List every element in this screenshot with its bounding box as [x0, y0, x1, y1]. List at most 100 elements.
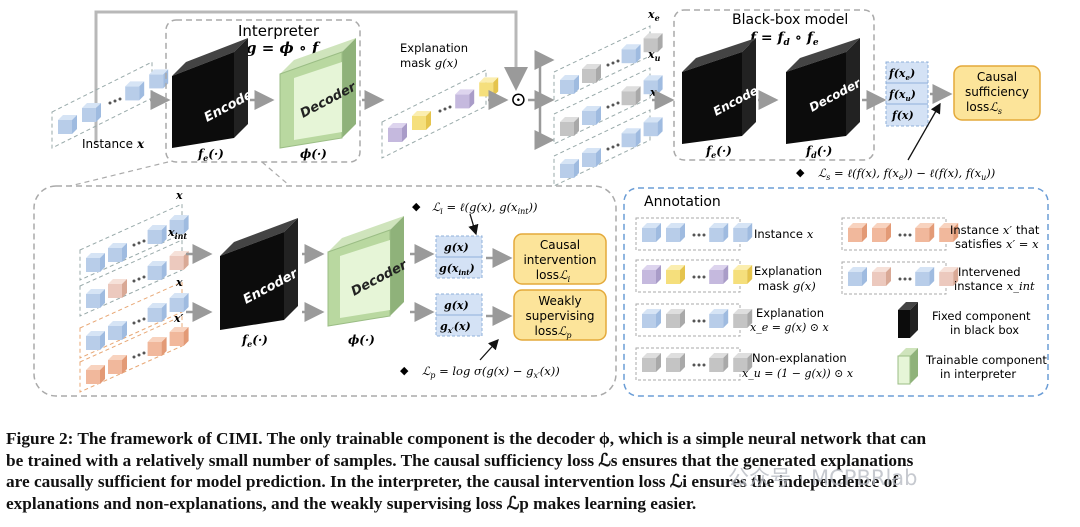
- black-box-encoder: Encoder: [682, 38, 767, 144]
- cube-blue: [169, 293, 189, 312]
- ellipsis-dot: [702, 233, 706, 237]
- weak-loss-text-1: Weakly: [538, 294, 581, 308]
- cube-blue: [621, 44, 641, 64]
- cube-salmon: [108, 355, 127, 374]
- cube-blue: [169, 215, 189, 234]
- bullet-li: ◆: [412, 200, 421, 213]
- ellipsis-dot: [692, 233, 696, 237]
- sufficiency-loss-formula: ℒs = ℓ(f(x), f(xe)) − ℓ(f(x), f(xu)): [818, 166, 995, 182]
- annotation-non-explanation-2: x_u = (1 − g(x)) ⊙ x: [742, 367, 854, 380]
- cube-blue: [733, 223, 753, 242]
- ellipsis-dot: [908, 233, 912, 237]
- cube-blue: [582, 148, 601, 167]
- caption-line-2: be trained with a relatively small numbe…: [6, 450, 914, 470]
- pair1-gxint: g(xint): [439, 262, 475, 277]
- ellipsis-dot: [132, 321, 136, 325]
- cube-gray: [560, 117, 579, 136]
- bb-encoder-fn: fe(·): [705, 144, 732, 160]
- cube-blue: [643, 117, 663, 137]
- cube-blue: [147, 261, 167, 280]
- interpreter-encoder-fn: fe(·): [197, 147, 224, 163]
- ellipsis-dot: [692, 275, 696, 279]
- train-row-xint: [79, 239, 189, 317]
- black-box-title: Black-box model: [732, 12, 848, 28]
- cimi-framework-diagram: Interpreter g = ϕ ∘ fe Encoder fe(·) Dec…: [33, 8, 1049, 397]
- ellipsis-dot: [616, 59, 620, 63]
- bb-outputs: f(xe) f(xu) f(x): [885, 61, 929, 127]
- train-row-x-1: [79, 203, 189, 281]
- train-label-xint: xint: [167, 226, 187, 241]
- ellipsis-dot: [606, 105, 610, 109]
- cube-pink: [108, 279, 127, 298]
- interpreter-container: [165, 19, 361, 163]
- cube-blue: [709, 223, 729, 242]
- ellipsis-dot: [611, 103, 615, 107]
- ellipsis-dot: [692, 319, 696, 323]
- cube-yellow: [412, 111, 431, 130]
- black-box-container: [673, 9, 875, 161]
- sufficiency-loss-text-1: Causal: [977, 70, 1017, 84]
- annotation-trainable-1: Trainable component: [925, 353, 1047, 367]
- cube-blue: [643, 75, 663, 95]
- cube-yellow: [733, 265, 753, 284]
- cube-gray: [733, 353, 753, 372]
- bb-row-explanation: [553, 25, 663, 103]
- train-label-xprime: x′: [173, 312, 184, 325]
- cube-blue: [621, 128, 641, 148]
- mask-label: Explanation: [400, 41, 468, 55]
- cube-yellow: [479, 77, 499, 97]
- cube-blue: [560, 75, 579, 94]
- bullet-lp: ◆: [400, 364, 409, 377]
- sufficiency-loss-text-2: sufficiency: [965, 85, 1029, 99]
- bb-output-fxu: f(xu): [888, 88, 916, 103]
- cube-salmon: [848, 223, 867, 242]
- cube-pink: [169, 251, 189, 270]
- ellipsis-dot: [697, 275, 701, 279]
- ellipsis-dot: [137, 277, 141, 281]
- training-encoder-fn: fe(·): [241, 333, 268, 349]
- ellipsis-dot: [702, 275, 706, 279]
- bb-row-label-xe: xe: [647, 8, 660, 23]
- cube-gray: [582, 64, 601, 83]
- bb-row-non-explanation: [553, 67, 663, 145]
- annotation-non-explanation-cubes: [642, 353, 753, 372]
- hadamard-product-symbol: ⊙: [510, 87, 527, 111]
- bullet-ls: ◆: [796, 166, 805, 179]
- cube-blue: [147, 303, 167, 322]
- ellipsis-dot: [118, 97, 122, 101]
- pair-g-x-xprime: g(x) gx′(x): [435, 293, 483, 337]
- ellipsis-dot: [908, 277, 912, 281]
- cube-purple: [709, 265, 729, 284]
- cube-blue: [86, 253, 105, 272]
- ellipsis-dot: [606, 147, 610, 151]
- training-encoder: Encoder: [220, 218, 302, 330]
- interpreter-decoder: Decoder: [279, 38, 360, 149]
- ellipsis-dot: [898, 233, 902, 237]
- ellipsis-dot: [113, 99, 117, 103]
- annotation-fixed-2: in black box: [950, 323, 1019, 337]
- mask-row: [381, 69, 499, 159]
- train-row-x-2: [79, 281, 189, 359]
- intervention-loss-text-3: lossℒi: [536, 268, 571, 284]
- ellipsis-dot: [606, 63, 610, 67]
- cube-gray: [709, 353, 729, 372]
- ellipsis-dot: [702, 319, 706, 323]
- annotation-instance-cubes: [642, 223, 753, 242]
- intervention-loss-box: [513, 233, 607, 285]
- ellipsis-dot: [692, 363, 696, 367]
- bb-row-instance: [553, 109, 663, 187]
- cube-blue: [915, 267, 935, 286]
- skip-connection-arrow: [94, 10, 528, 143]
- caption-line-4: explanations and non-explanations, and t…: [6, 493, 697, 513]
- ellipsis-dot: [697, 319, 701, 323]
- ellipsis-dot: [697, 363, 701, 367]
- fixed-component-icon: [898, 302, 918, 338]
- intervention-loss-text-2: intervention: [523, 253, 596, 267]
- annotation-explanation-1: Explanation: [756, 306, 824, 320]
- cube-blue: [108, 321, 127, 340]
- cube-gray: [666, 353, 685, 372]
- ellipsis-dot: [616, 143, 620, 147]
